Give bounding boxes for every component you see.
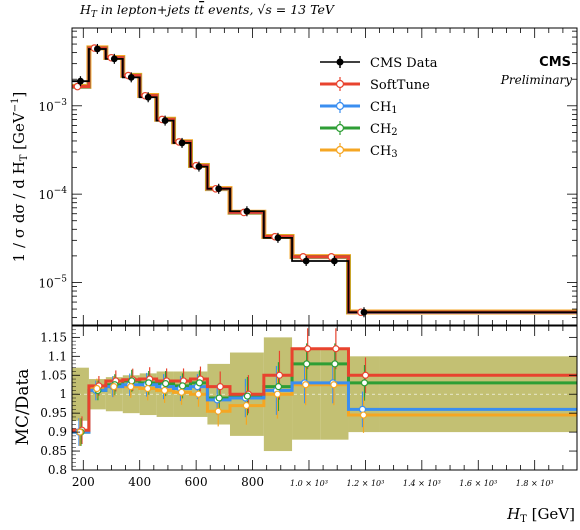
legend-label: CH2 bbox=[370, 122, 398, 138]
ratio-marker bbox=[243, 392, 252, 400]
ratio-marker bbox=[145, 379, 153, 387]
top-data-point bbox=[144, 93, 152, 101]
ratio-ytick-label: 0.85 bbox=[40, 444, 67, 458]
axes: 10−5 10−4 10−3 0.8 0.85 0.9 0.95 1 1.05 1.1 1.15 20… bbox=[38, 27, 578, 489]
ratio-marker bbox=[194, 390, 203, 398]
legend-entry-ch1: CH1 bbox=[320, 99, 398, 116]
xtick-label: 200 bbox=[72, 475, 95, 489]
top-hist-ch1 bbox=[72, 46, 577, 314]
top-hist-softtune bbox=[72, 46, 577, 314]
ratio-marker bbox=[274, 383, 283, 391]
ratio-ytick-label: 1.1 bbox=[48, 349, 67, 363]
xtick-label: 1.6 × 10³ bbox=[459, 479, 497, 488]
ratio-marker bbox=[275, 371, 284, 379]
ratio-marker bbox=[214, 407, 222, 415]
ratio-marker bbox=[358, 405, 367, 413]
top-data-point bbox=[243, 207, 251, 215]
data-points bbox=[73, 43, 370, 446]
legend-label: CH3 bbox=[370, 144, 398, 160]
ratio-marker bbox=[93, 384, 101, 393]
status-label: Preliminary bbox=[500, 73, 572, 87]
ratio-marker bbox=[128, 377, 136, 385]
ratio-marker bbox=[360, 379, 369, 387]
legend-entry-ch3: CH3 bbox=[320, 143, 398, 160]
top-data-point bbox=[161, 117, 169, 124]
top-hist-ch2 bbox=[72, 46, 577, 315]
ratio-marker bbox=[110, 383, 118, 391]
top-ytick-label: 10−5 bbox=[38, 274, 67, 290]
ratio-marker bbox=[215, 394, 223, 402]
ratio-ytick-label: 1.15 bbox=[40, 330, 67, 344]
top-data-point bbox=[215, 185, 223, 193]
xtick-label: 400 bbox=[128, 475, 151, 489]
top-data-point bbox=[195, 163, 203, 170]
top-data-point bbox=[360, 308, 368, 316]
ratio-ytick-label: 0.95 bbox=[40, 406, 67, 420]
xlabel: HT [GeV] bbox=[506, 505, 575, 525]
ratio-marker bbox=[302, 381, 310, 389]
xtick-label: 1.0 × 10³ bbox=[290, 479, 328, 488]
ratio-marker bbox=[359, 411, 368, 419]
top-mc-marker bbox=[73, 82, 82, 91]
legend-marker bbox=[335, 79, 345, 89]
ratio-marker bbox=[178, 382, 187, 390]
ratio-marker bbox=[195, 379, 204, 387]
top-ytick-label: 10−3 bbox=[38, 98, 67, 114]
legend-label: CH1 bbox=[370, 100, 398, 116]
ratio-marker bbox=[177, 388, 186, 396]
top-frame bbox=[71, 27, 578, 326]
ratio-marker bbox=[273, 390, 282, 398]
ratio-marker bbox=[303, 360, 311, 368]
ratio-marker bbox=[331, 360, 339, 368]
ratio-marker bbox=[216, 383, 224, 391]
top-ytick-label: 10−4 bbox=[38, 186, 67, 202]
ratio-marker bbox=[304, 345, 312, 353]
legend-entry-cms-data: CMS Data bbox=[320, 56, 438, 71]
xtick-label: 1.2 × 10³ bbox=[346, 479, 384, 488]
legend-marker bbox=[335, 101, 345, 111]
top-data-point bbox=[127, 73, 135, 81]
ratio-marker bbox=[242, 401, 251, 410]
legend-label: SoftTune bbox=[370, 78, 430, 93]
xtick-label: 800 bbox=[241, 475, 264, 489]
top-data-point bbox=[330, 257, 338, 265]
top-data-point bbox=[274, 234, 282, 242]
ratio-marker bbox=[330, 381, 338, 389]
legend-label: CMS Data bbox=[370, 56, 438, 71]
ratio-ylabel: MC/Data bbox=[13, 369, 33, 446]
top-data-point bbox=[110, 55, 118, 63]
ratio-marker bbox=[162, 380, 170, 388]
legend-entry-ch2: CH2 bbox=[320, 121, 398, 138]
top-hist-data bbox=[72, 48, 577, 314]
ratio-ytick-label: 0.9 bbox=[48, 425, 67, 439]
xtick-label: 1.4 × 10³ bbox=[403, 479, 441, 488]
ratio-marker bbox=[332, 345, 340, 353]
ratio-marker bbox=[144, 384, 152, 393]
xtick-label: 1.8 × 10³ bbox=[516, 479, 554, 488]
legend-marker bbox=[335, 123, 345, 133]
chart-title: HT in lepton+jets tt events, √s = 13 TeV bbox=[79, 2, 336, 20]
uncertainty-band-bin bbox=[379, 356, 577, 433]
legend-marker bbox=[336, 58, 344, 66]
ratio-marker bbox=[361, 371, 370, 379]
ratio-marker bbox=[127, 383, 135, 391]
ratio-marker bbox=[161, 386, 169, 395]
top-data-point bbox=[93, 45, 101, 53]
top-data-point bbox=[302, 257, 310, 265]
xtick-label: 600 bbox=[185, 475, 208, 489]
top-data-point bbox=[77, 77, 84, 85]
ratio-ytick-label: 1.05 bbox=[40, 368, 67, 382]
top-data-point bbox=[178, 139, 186, 147]
legend-entry-softtune: SoftTune bbox=[320, 77, 430, 93]
ratio-ytick-label: 0.8 bbox=[48, 463, 67, 477]
top-ylabel: 1 / σ dσ / d HT [GeV−1] bbox=[10, 92, 30, 263]
ratio-ytick-label: 1 bbox=[59, 387, 67, 401]
legend-marker bbox=[335, 145, 345, 155]
top-hist-ch3 bbox=[72, 45, 577, 315]
experiment-label: CMS bbox=[539, 55, 571, 70]
